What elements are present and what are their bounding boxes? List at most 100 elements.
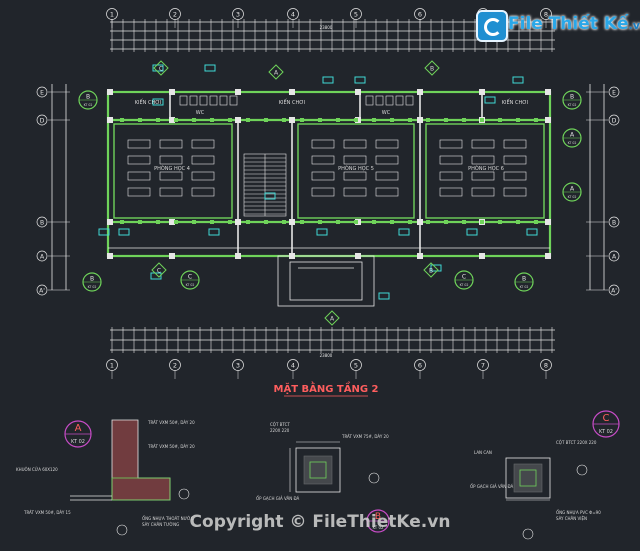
wall-marker	[228, 118, 232, 122]
column	[545, 253, 551, 259]
desk	[439, 187, 463, 197]
window-tag	[208, 228, 220, 236]
detail-callout-ref: KT 02	[88, 285, 97, 289]
window-tag	[466, 228, 478, 236]
window-tag	[512, 76, 524, 84]
detail-b: CỘT BTCT 220X 220 TRÁT VXM 75#, DÀY 20 Ố…	[256, 422, 390, 533]
window-tag	[322, 76, 334, 84]
row-label: D	[40, 118, 45, 125]
desk	[311, 171, 335, 181]
detail-c-note-1: LAN CAN	[474, 450, 492, 455]
wall-marker	[426, 118, 430, 122]
detail-a-note-6: SÀY CHÂN TƯỜNG	[142, 522, 179, 527]
room-label: KIẾN CHƠI	[135, 98, 162, 106]
room-label: WC	[196, 110, 205, 116]
axis-label: 5	[354, 11, 358, 19]
plan-title: MẶT BẰNG TẦNG 2	[274, 380, 379, 395]
wall-marker	[534, 118, 538, 122]
wall-marker	[174, 220, 178, 224]
column	[169, 253, 175, 259]
detail-c-note-4: ỐNG NHỰA PVC Φ=90	[556, 510, 601, 515]
axis-label: 2	[173, 362, 177, 370]
detail-c: C KT 02 LAN CAN CỘT BTCT 220X 220 ỐP GẠC…	[470, 410, 620, 540]
wall-marker	[408, 220, 412, 224]
row-bubble	[36, 216, 48, 228]
wall-marker	[516, 220, 520, 224]
desk	[159, 171, 183, 181]
column	[417, 219, 423, 225]
desk	[191, 171, 215, 181]
wc-fixture	[395, 95, 404, 106]
section-letter: A	[274, 70, 279, 77]
detail-callout-ref: KT 02	[84, 103, 93, 107]
bottom-dimension-lines	[110, 329, 555, 351]
window-tag	[204, 64, 216, 72]
wall-marker	[498, 118, 502, 122]
column	[289, 117, 295, 123]
row-bubble	[36, 250, 48, 262]
desk	[439, 155, 463, 165]
section-letter: B	[429, 268, 433, 275]
section-marker	[424, 60, 440, 76]
detail-b-note-4: ỐP GẠCH GIẢ VÂN ĐÁ	[256, 496, 300, 501]
detail-callout-ref: KT 02	[186, 283, 195, 287]
wall-marker	[138, 118, 142, 122]
row-bubble	[36, 86, 48, 98]
row-label: E	[612, 90, 616, 97]
desk	[343, 187, 367, 197]
wall-marker	[354, 220, 358, 224]
row-label: A'	[39, 288, 45, 295]
column	[479, 89, 485, 95]
row-bubble	[608, 114, 620, 126]
wc-fixture	[375, 95, 384, 106]
detail-a-letter: A	[75, 423, 82, 434]
section-marker	[268, 64, 284, 80]
desk	[375, 187, 399, 197]
detail-callout-letter: C	[462, 274, 466, 281]
detail-callout-letter: B	[86, 94, 90, 101]
classroom-desks	[127, 139, 527, 197]
column	[107, 253, 113, 259]
detail-b-ref: KT 02	[372, 525, 384, 530]
detail-b-note-2: 220X 220	[270, 428, 290, 433]
wall-marker	[282, 118, 286, 122]
side-dimension-lines	[51, 84, 605, 290]
wall-marker	[390, 118, 394, 122]
wall-marker	[300, 220, 304, 224]
detail-c-note-2: CỘT BTCT 220X 220	[556, 440, 597, 445]
wall-marker	[228, 220, 232, 224]
top-dimension-ticks	[111, 19, 553, 52]
column	[235, 89, 241, 95]
room-label: PHÒNG HỌC 6	[468, 165, 504, 172]
row-label: A	[40, 254, 45, 261]
detail-callout-ref: KT 02	[460, 283, 469, 287]
axis-label: 2	[173, 11, 177, 19]
column	[235, 219, 241, 225]
wall-marker	[462, 220, 466, 224]
desk	[503, 171, 527, 181]
desk	[471, 187, 495, 197]
desk	[191, 155, 215, 165]
window-tag	[378, 292, 390, 300]
detail-c-ref: KT 02	[599, 429, 613, 435]
row-bubble	[608, 216, 620, 228]
column	[289, 89, 295, 95]
bottom-dimension-ticks	[111, 327, 553, 353]
section-letter: C	[159, 66, 163, 73]
window-tag	[398, 228, 410, 236]
wall-marker	[390, 220, 394, 224]
window-tag	[98, 228, 110, 236]
desk	[471, 155, 495, 165]
column	[107, 117, 113, 123]
desk	[191, 139, 215, 149]
corridor	[108, 247, 550, 307]
desk	[503, 155, 527, 165]
wall-marker	[300, 118, 304, 122]
section-letter: B	[430, 66, 434, 73]
axis-label: 8	[544, 362, 548, 370]
detail-b-note-3: TRÁT VXM 75#, DÀY 20	[341, 434, 389, 439]
axis-label: 5	[354, 362, 358, 370]
